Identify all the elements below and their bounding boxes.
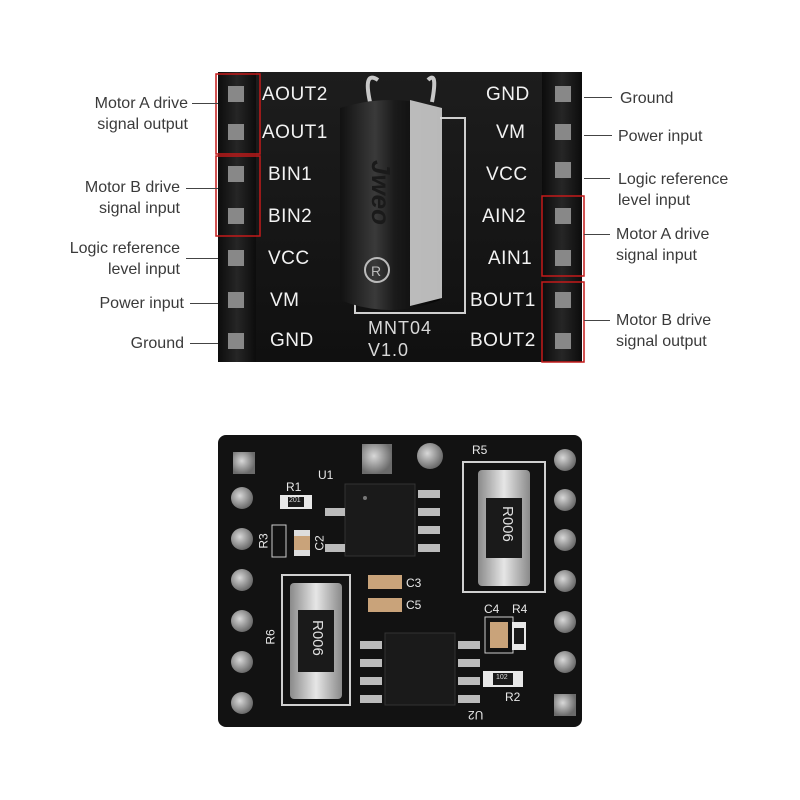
electrolytic-capacitor: R	[340, 100, 442, 310]
ic-u2	[360, 632, 480, 706]
label-c4: C4	[484, 602, 500, 616]
annotation-left-ground: Ground	[130, 335, 184, 352]
label-u1: U1	[318, 468, 334, 482]
pin-label-right-6: BOUT1	[470, 290, 536, 311]
ic-u1	[325, 483, 440, 557]
pin-label-right-3: VCC	[486, 164, 528, 185]
r6-marking: R006	[309, 620, 326, 656]
pin-label-left-1: AOUT2	[262, 84, 328, 105]
label-c2: C2	[312, 535, 327, 551]
board-model: MNT04	[368, 318, 433, 338]
board-version: V1.0	[368, 340, 410, 360]
pin-label-right-4: AIN2	[482, 206, 527, 227]
label-r5: R5	[472, 443, 488, 457]
label-r1: R1	[286, 480, 302, 494]
right-pins	[555, 86, 571, 349]
r5-marking: R006	[499, 506, 516, 542]
pin-label-left-7: GND	[270, 330, 314, 351]
smd-components	[271, 495, 526, 687]
pin-label-right-7: BOUT2	[470, 330, 536, 351]
pin-label-right-2: VM	[496, 122, 526, 143]
pin-label-left-2: AOUT1	[262, 122, 328, 143]
label-r6: R6	[263, 629, 278, 645]
label-r2: R2	[505, 690, 521, 704]
r2-code: 102	[496, 674, 508, 681]
annotation-right-ground: Ground	[620, 90, 674, 107]
red-highlight-boxes	[215, 73, 585, 363]
label-r3: R3	[256, 533, 271, 549]
shunt-resistor-r6	[281, 574, 351, 706]
pin-label-left-5: VCC	[268, 248, 310, 269]
shunt-resistor-r5	[462, 461, 546, 593]
pin-label-left-4: BIN2	[268, 206, 313, 227]
r1-code: 201	[289, 497, 301, 504]
pin-label-left-6: VM	[270, 290, 300, 311]
pin-label-right-1: GND	[486, 84, 530, 105]
pin-label-right-5: AIN1	[488, 248, 533, 269]
bottom-left-pads	[231, 452, 255, 714]
label-c5: C5	[406, 598, 422, 612]
label-c3: C3	[406, 576, 422, 590]
pin-label-left-3: BIN1	[268, 164, 313, 185]
label-u2: U2	[468, 708, 484, 722]
annotation-right-power-input: Power input	[618, 128, 703, 145]
svg-text:R: R	[371, 263, 381, 279]
left-pins	[228, 86, 244, 349]
annotation-left-power-input: Power input	[99, 295, 185, 312]
label-r4: R4	[512, 602, 528, 616]
bottom-right-pads	[554, 449, 576, 716]
